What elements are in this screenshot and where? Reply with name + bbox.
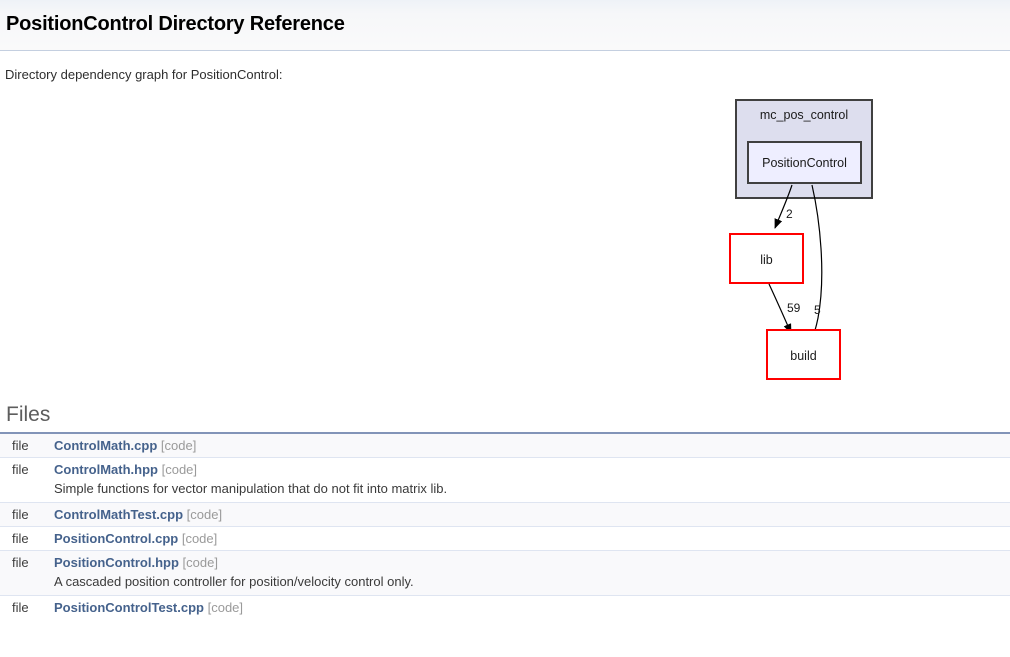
- file-name-link[interactable]: ControlMath.cpp: [54, 438, 158, 453]
- file-code-link[interactable]: [code]: [161, 462, 198, 477]
- graph-cluster-label: mc_pos_control: [760, 108, 848, 122]
- graph-node-lib[interactable]: lib: [729, 233, 804, 284]
- files-section: Files file ControlMath.cpp [code] file C…: [0, 400, 1010, 619]
- table-row[interactable]: file PositionControl.hpp [code] A cascad…: [0, 550, 1010, 596]
- graph-edge-positioncontrol-lib[interactable]: 2: [774, 184, 793, 229]
- file-entry[interactable]: PositionControl.hpp [code] A cascaded po…: [54, 550, 1010, 596]
- file-code-link[interactable]: [code]: [186, 507, 223, 522]
- table-row[interactable]: file ControlMath.cpp [code]: [0, 433, 1010, 458]
- file-kind-label: file: [0, 502, 54, 527]
- page-header: PositionControl Directory Reference: [0, 0, 1010, 51]
- file-kind-label: file: [0, 457, 54, 503]
- file-entry[interactable]: PositionControl.cpp [code]: [54, 526, 1010, 551]
- file-entry[interactable]: ControlMath.cpp [code]: [54, 433, 1010, 458]
- file-code-link[interactable]: [code]: [160, 438, 197, 453]
- file-kind-label: file: [0, 595, 54, 619]
- file-name-link[interactable]: PositionControl.cpp: [54, 531, 179, 546]
- table-row[interactable]: file ControlMathTest.cpp [code]: [0, 502, 1010, 527]
- graph-node-build-label: build: [790, 349, 816, 363]
- graph-edge-lib-build[interactable]: 59: [768, 283, 801, 334]
- file-entry[interactable]: PositionControlTest.cpp [code]: [54, 595, 1010, 619]
- file-code-link[interactable]: [code]: [207, 600, 244, 615]
- directory-dependency-graph[interactable]: mc_pos_control PositionControl 2 5 lib 5…: [0, 90, 1010, 390]
- file-name-link[interactable]: PositionControlTest.cpp: [54, 600, 204, 615]
- graph-node-positioncontrol[interactable]: PositionControl: [747, 141, 862, 184]
- file-entry[interactable]: ControlMath.hpp [code] Simple functions …: [54, 457, 1010, 503]
- file-kind-label: file: [0, 526, 54, 551]
- graph-edge-label-lib-build: 59: [787, 301, 801, 315]
- graph-edge-positioncontrol-build[interactable]: 5: [808, 184, 823, 349]
- files-table-body: file ControlMath.cpp [code] file Control…: [0, 433, 1010, 619]
- directory-graph-caption: Directory dependency graph for PositionC…: [5, 67, 283, 82]
- page-title: PositionControl Directory Reference: [6, 13, 345, 35]
- file-name-link[interactable]: ControlMathTest.cpp: [54, 507, 184, 522]
- file-code-link[interactable]: [code]: [182, 555, 218, 570]
- file-code-link[interactable]: [code]: [181, 531, 218, 546]
- files-table: file ControlMath.cpp [code] file Control…: [0, 432, 1010, 619]
- table-row[interactable]: file PositionControlTest.cpp [code]: [0, 595, 1010, 619]
- file-kind-label: file: [0, 550, 54, 596]
- file-description: A cascaded position controller for posit…: [54, 574, 414, 589]
- graph-node-build[interactable]: build: [766, 329, 841, 380]
- table-row[interactable]: file PositionControl.cpp [code]: [0, 526, 1010, 551]
- graph-edge-label-positioncontrol-build: 5: [814, 303, 821, 317]
- file-name-link[interactable]: PositionControl.hpp: [54, 555, 179, 570]
- table-row[interactable]: file ControlMath.hpp [code] Simple funct…: [0, 457, 1010, 503]
- file-description: Simple functions for vector manipulation…: [54, 481, 448, 496]
- graph-edge-label-positioncontrol-lib: 2: [786, 207, 793, 221]
- file-name-link[interactable]: ControlMath.hpp: [54, 462, 158, 477]
- files-heading: Files: [6, 403, 51, 426]
- file-entry[interactable]: ControlMathTest.cpp [code]: [54, 502, 1010, 527]
- graph-node-lib-label: lib: [760, 253, 773, 267]
- file-kind-label: file: [0, 433, 54, 458]
- graph-node-positioncontrol-label: PositionControl: [762, 156, 847, 170]
